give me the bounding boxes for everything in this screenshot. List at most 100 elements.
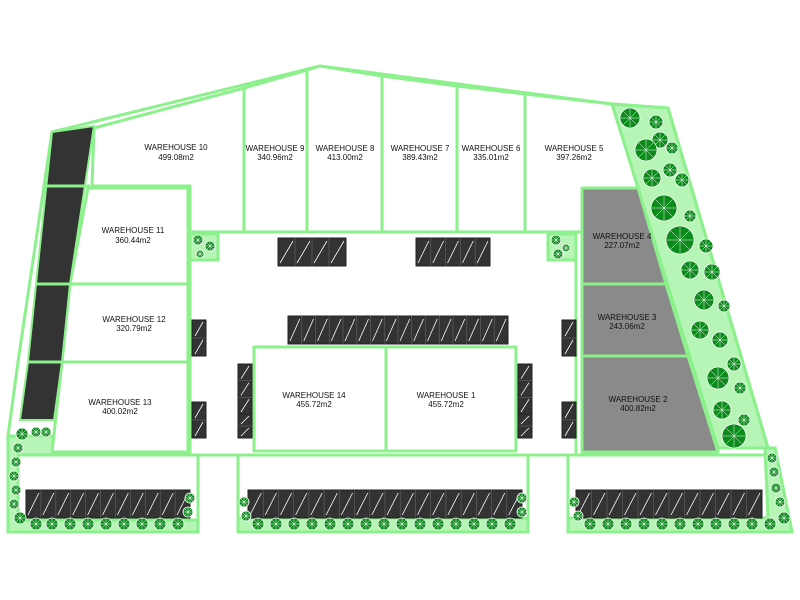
parking-west-small-4 bbox=[237, 413, 253, 439]
parking-stall-line bbox=[493, 492, 506, 516]
parking-stall-line bbox=[748, 492, 761, 516]
parking-stall-line bbox=[520, 382, 530, 396]
parking-stall-line bbox=[87, 492, 99, 516]
parking-stall-line bbox=[686, 492, 699, 516]
tree-icon bbox=[770, 482, 782, 494]
parking-stall-line bbox=[385, 318, 397, 342]
parking-stall-line bbox=[356, 492, 369, 516]
tree-icon bbox=[341, 517, 355, 531]
tree-icon bbox=[516, 506, 528, 518]
unit-labels: WAREHOUSE 10 499.08m2 WAREHOUSE 9 340.96… bbox=[88, 143, 668, 416]
tree-icon bbox=[561, 243, 571, 253]
parking-stall-line bbox=[701, 492, 714, 516]
tree-icon bbox=[377, 517, 391, 531]
trees bbox=[8, 107, 791, 531]
parking-stall-line bbox=[520, 427, 530, 437]
parking-east-small-2 bbox=[517, 363, 533, 415]
tree-icon bbox=[709, 517, 723, 531]
parking-stall-line bbox=[102, 492, 114, 516]
parking-west-long bbox=[18, 124, 96, 421]
tree-icon bbox=[572, 510, 584, 522]
parking-stall-line bbox=[432, 492, 445, 516]
warehouse-2-name: WAREHOUSE 2 bbox=[609, 395, 668, 404]
tree-icon bbox=[171, 517, 185, 531]
parking-stall-line bbox=[482, 318, 493, 342]
parking-stall-line bbox=[655, 492, 668, 516]
parking-stall-line bbox=[454, 318, 466, 342]
parking-stall-line bbox=[447, 240, 459, 264]
tree-icon bbox=[717, 299, 731, 313]
tree-icon bbox=[662, 162, 678, 178]
parking-stall-line bbox=[564, 321, 574, 337]
warehouse-11-area: 360.44m2 bbox=[115, 236, 151, 245]
parking-stall-line bbox=[732, 492, 745, 516]
warehouse-1[interactable] bbox=[384, 345, 518, 453]
warehouse-13-name: WAREHOUSE 13 bbox=[88, 398, 152, 407]
tree-icon bbox=[449, 517, 463, 531]
tree-icon bbox=[601, 517, 615, 531]
tree-icon bbox=[691, 517, 705, 531]
warehouse-2[interactable] bbox=[580, 354, 720, 454]
parking-stall-line bbox=[417, 492, 430, 516]
tree-icon bbox=[45, 517, 59, 531]
parking-stall-line bbox=[371, 492, 384, 516]
parking-stall-line bbox=[477, 492, 490, 516]
parking-stall-line bbox=[413, 318, 424, 342]
parking-stall-line bbox=[608, 492, 621, 516]
parking-north-right bbox=[415, 237, 491, 267]
warehouse-4-name: WAREHOUSE 4 bbox=[593, 232, 652, 241]
parking-stall-line bbox=[240, 365, 250, 379]
parking-stall-line bbox=[194, 403, 204, 419]
tree-icon bbox=[634, 138, 658, 162]
parking-stall-line bbox=[520, 365, 530, 379]
tree-icon bbox=[413, 517, 427, 531]
warehouse-3-name: WAREHOUSE 3 bbox=[598, 313, 657, 322]
parking-stall-line bbox=[520, 415, 530, 425]
parking-stall-line bbox=[57, 492, 70, 516]
warehouse-1-name: WAREHOUSE 1 bbox=[417, 391, 476, 400]
parking-stall-line bbox=[132, 492, 144, 516]
tree-icon bbox=[642, 168, 662, 188]
tree-icon bbox=[712, 400, 732, 420]
parking-stall-line bbox=[462, 240, 474, 264]
parking-stall-line bbox=[240, 415, 250, 425]
tree-icon bbox=[763, 517, 777, 531]
tree-icon bbox=[81, 517, 95, 531]
tree-icon bbox=[655, 517, 669, 531]
parking-stall-line bbox=[303, 318, 314, 342]
parking-east-small-1 bbox=[561, 319, 577, 357]
warehouse-14[interactable] bbox=[252, 345, 388, 453]
parking-stall-line bbox=[717, 492, 730, 516]
parking-stall-line bbox=[401, 492, 414, 516]
tree-icon bbox=[703, 263, 721, 281]
tree-icon bbox=[153, 517, 167, 531]
warehouse-8-area: 413.00m2 bbox=[327, 153, 363, 162]
warehouse-13[interactable] bbox=[50, 360, 190, 454]
tree-icon bbox=[29, 517, 43, 531]
tree-icon bbox=[15, 427, 29, 441]
parking-stall-line bbox=[564, 421, 574, 437]
tree-icon bbox=[10, 484, 22, 496]
warehouse-7-name: WAREHOUSE 7 bbox=[391, 144, 450, 153]
parking-stall-line bbox=[240, 399, 250, 413]
tree-icon bbox=[568, 496, 580, 508]
parking-lot-west-long bbox=[18, 124, 96, 421]
tree-icon bbox=[745, 517, 759, 531]
tree-icon bbox=[323, 517, 337, 531]
parking-stall-line bbox=[146, 492, 159, 516]
tree-icon bbox=[240, 510, 252, 522]
tree-icon bbox=[706, 366, 730, 390]
tree-icon bbox=[693, 289, 715, 311]
parking-west-small-3 bbox=[237, 363, 253, 415]
warehouse-9-area: 340.96m2 bbox=[257, 153, 293, 162]
tree-icon bbox=[184, 492, 196, 504]
parking-stall-line bbox=[296, 240, 311, 264]
tree-icon bbox=[99, 517, 113, 531]
warehouse-4-area: 227.07m2 bbox=[604, 241, 640, 250]
parking-stall-line bbox=[476, 240, 489, 264]
parking-stall-line bbox=[564, 339, 574, 355]
warehouse-6-name: WAREHOUSE 6 bbox=[462, 144, 521, 153]
tree-icon bbox=[269, 517, 283, 531]
tree-icon bbox=[774, 496, 786, 508]
